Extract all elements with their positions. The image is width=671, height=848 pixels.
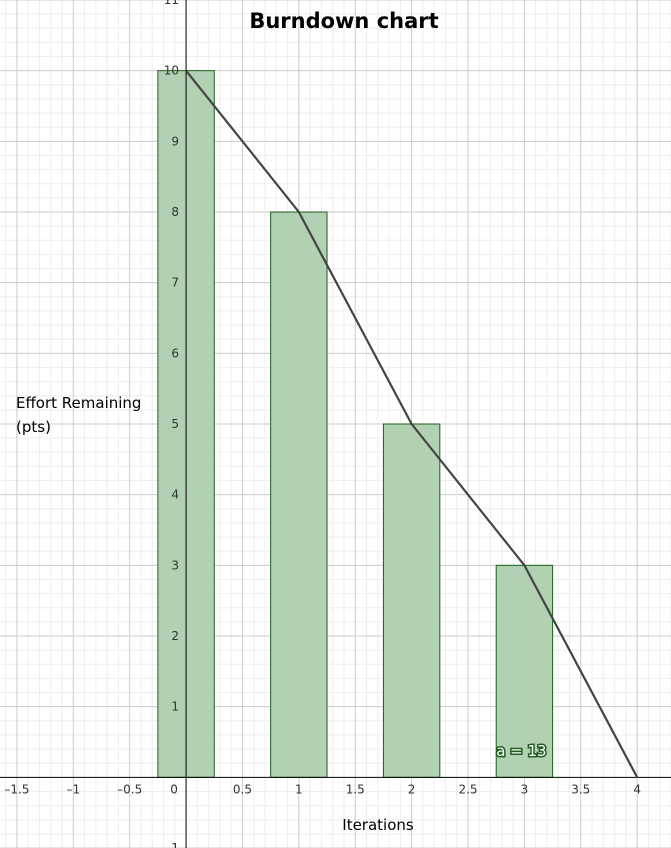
tick-labels: –1.5 –1 –0.5 0 0.5 1 1.5 2 2.5 3 3.5 4 -1 1 2 3 4 5 6 7 8 9 10… (4, 0, 641, 848)
x-tick-label: 3.5 (571, 782, 590, 796)
y-tick-label: 9 (171, 134, 179, 148)
burndown-polyline (185, 69, 639, 778)
y-tick-label: 8 (171, 205, 179, 219)
y-tick-label: 11 (164, 0, 179, 7)
x-tick-label: 2 (408, 782, 416, 796)
x-tick-label: 2.5 (458, 782, 477, 796)
bar-iteration-1 (270, 211, 328, 778)
x-tick-label: 1.5 (346, 782, 365, 796)
bar-iteration-3 (495, 564, 554, 778)
x-tick-label: –0.5 (117, 782, 142, 796)
x-tick-label: 3 (521, 782, 529, 796)
y-axis-label-line-1: Effort Remaining (16, 394, 141, 412)
y-tick-label: 10 (164, 64, 179, 78)
y-tick-label: -1 (167, 841, 179, 848)
x-axis-label: Iterations (342, 816, 414, 834)
burndown-line (185, 69, 639, 778)
y-tick-label: 2 (171, 629, 179, 643)
y-tick-label: 7 (171, 276, 179, 290)
y-tick-label: 4 (171, 488, 179, 502)
annotation-label: a = 13 (496, 742, 546, 760)
y-tick-label: 3 (171, 558, 179, 572)
y-tick-label: 5 (171, 417, 179, 431)
x-tick-label: 0 (170, 782, 178, 796)
x-tick-label: 1 (295, 782, 303, 796)
y-tick-label: 1 (171, 700, 179, 714)
x-tick-label: 4 (633, 782, 641, 796)
chart-title: Burndown chart (249, 9, 438, 33)
bar-iteration-2 (382, 423, 441, 778)
x-tick-label: 0.5 (233, 782, 252, 796)
x-tick-label: –1 (66, 782, 80, 796)
x-tick-label: –1.5 (4, 782, 29, 796)
y-axis-label-line-2: (pts) (16, 418, 51, 436)
y-tick-label: 6 (171, 346, 179, 360)
